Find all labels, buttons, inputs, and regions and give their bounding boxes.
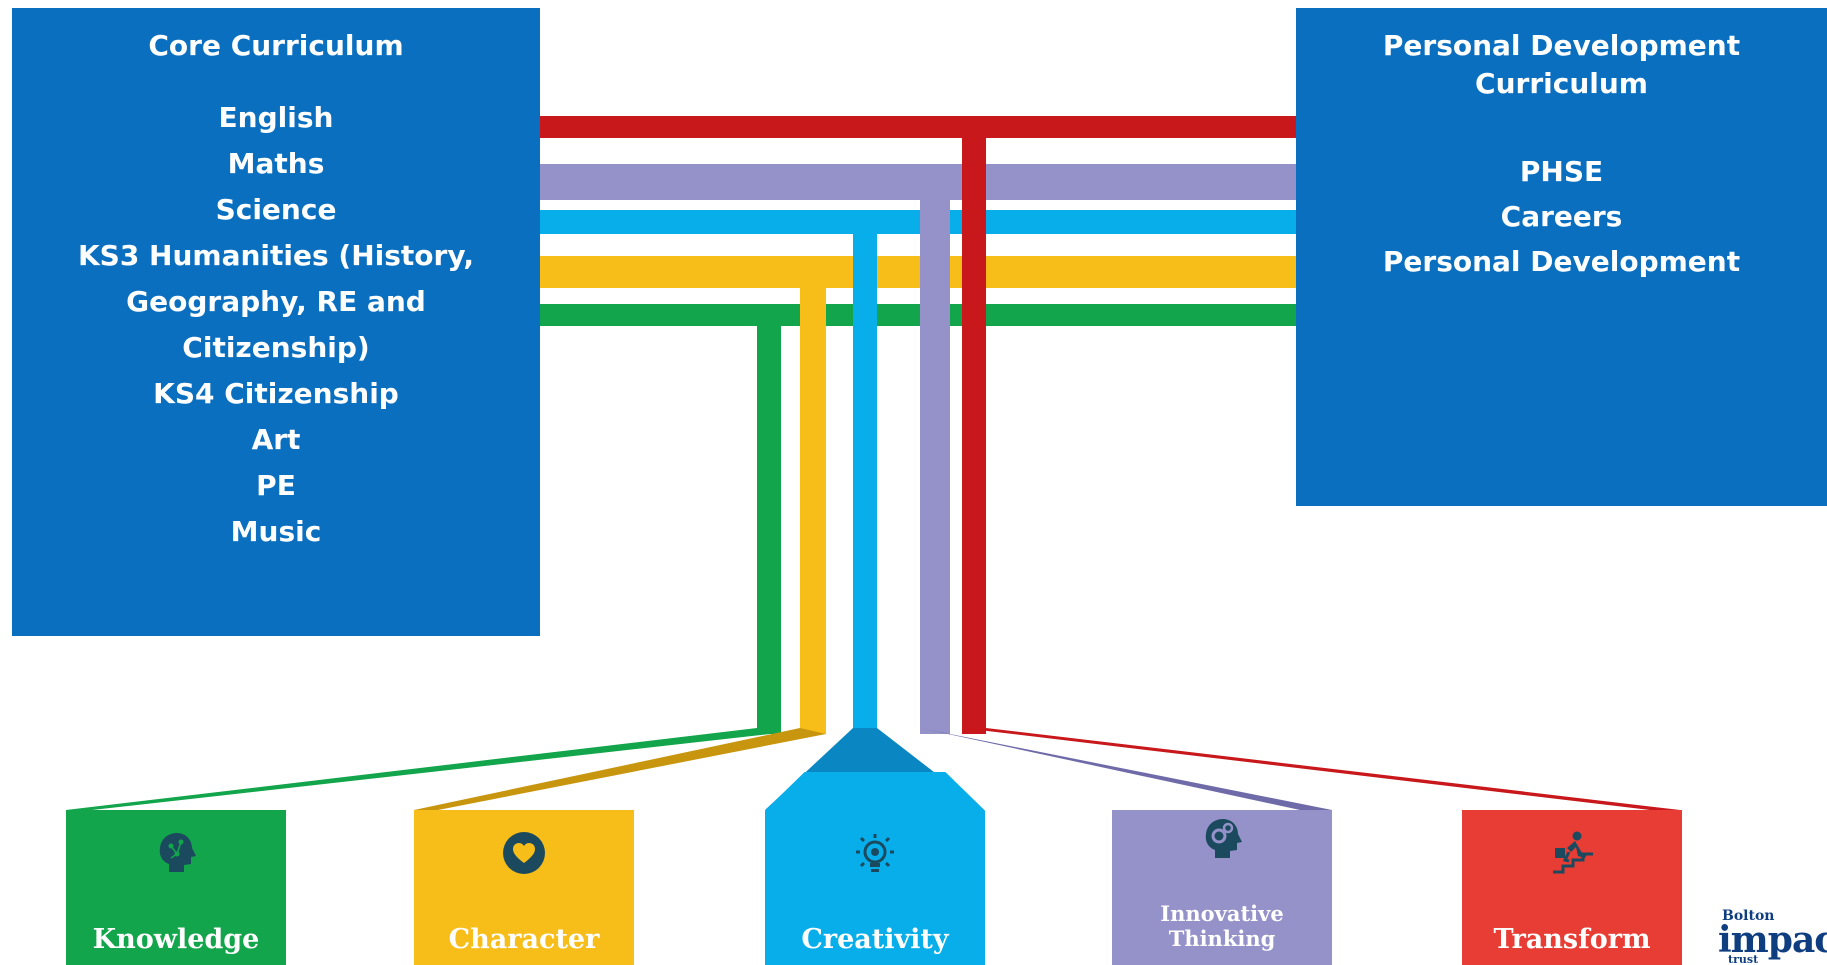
- personal-development-item: PHSE: [1519, 155, 1604, 188]
- pillar-label-line1: Innovative: [1160, 901, 1284, 926]
- core-item: Science: [215, 193, 337, 226]
- core-item: English: [218, 101, 334, 134]
- pillar-label: Transform: [1493, 924, 1651, 955]
- core-curriculum-box: Core Curriculum English Maths Science KS…: [12, 8, 540, 636]
- core-curriculum-list: English Maths Science KS3 Humanities (Hi…: [12, 95, 540, 555]
- pillar-character: Character: [414, 810, 634, 965]
- pillar-label: Creativity: [801, 924, 949, 955]
- pillar-knowledge: Knowledge: [66, 810, 286, 965]
- logo-text-line1: Bolton: [1722, 908, 1775, 924]
- personal-development-box: Personal Development Curriculum PHSE Car…: [1296, 8, 1827, 506]
- pillar-label-line2: Thinking: [1168, 926, 1276, 951]
- lightbulb-icon: [856, 834, 894, 872]
- personal-development-list: PHSE Careers Personal Development: [1296, 149, 1827, 284]
- core-item: Music: [230, 515, 322, 548]
- pillar-transform: Transform: [1462, 810, 1682, 965]
- core-item: KS3 Humanities (History,: [77, 239, 475, 272]
- connector-red-fan: [962, 728, 1680, 810]
- pillar-innovative-thinking: Innovative Thinking: [1112, 810, 1332, 965]
- connector-green-fan: [66, 728, 770, 810]
- core-item: Citizenship): [182, 331, 370, 364]
- connector-lavender-fan: [920, 728, 1332, 810]
- connector-green-vertical: [757, 326, 781, 734]
- pillar-creativity: Creativity: [765, 772, 985, 965]
- logo-text-line2: impac: [1718, 919, 1827, 961]
- core-item: KS4 Citizenship: [153, 377, 399, 410]
- connector-yellow-vertical: [800, 288, 826, 734]
- core-item: PE: [256, 469, 296, 502]
- connector-lavender-vertical: [920, 175, 950, 734]
- connector-yellow-fan: [414, 728, 826, 810]
- personal-development-title-line2: Curriculum: [1475, 67, 1648, 100]
- head-gears-icon: [1205, 819, 1242, 858]
- core-item: Art: [251, 423, 301, 456]
- connector-red-horizontal: [540, 116, 1296, 138]
- personal-development-item: Personal Development: [1382, 245, 1741, 278]
- bolton-impact-trust-logo: Bolton impac trust: [1706, 908, 1827, 965]
- connector-yellow-horizontal: [540, 256, 1296, 288]
- logo-text-line3: trust: [1728, 953, 1759, 965]
- pillar-label: Character: [448, 924, 600, 955]
- connector-green-horizontal: [540, 304, 1296, 326]
- personal-development-title: Personal Development Curriculum: [1296, 8, 1827, 103]
- connector-blue-horizontal: [540, 210, 1296, 234]
- core-item: Geography, RE and: [126, 285, 426, 318]
- pillar-label: Knowledge: [92, 924, 260, 955]
- core-item: Maths: [227, 147, 325, 180]
- personal-development-title-line1: Personal Development: [1382, 29, 1741, 62]
- head-circuit-icon: [159, 833, 196, 872]
- connector-lavender-horizontal: [540, 164, 1296, 200]
- pillar-label: Innovative Thinking: [1112, 901, 1332, 955]
- core-curriculum-title: Core Curriculum: [148, 29, 404, 62]
- person-climbing-steps-icon: [1553, 831, 1593, 874]
- personal-development-item: Careers: [1500, 200, 1623, 233]
- connector-red-vertical: [962, 138, 986, 734]
- connector-blue-vertical: [853, 234, 877, 734]
- heart-circle-icon: [503, 832, 545, 874]
